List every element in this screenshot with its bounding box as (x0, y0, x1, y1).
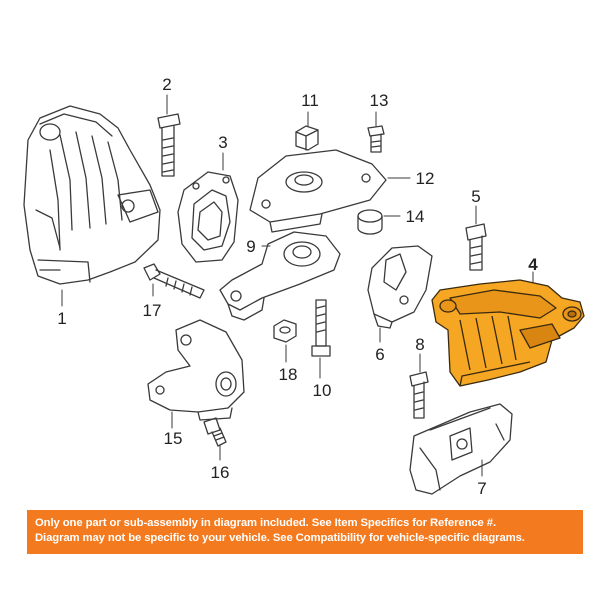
callout-9: 9 (246, 237, 256, 256)
callout-16: 16 (210, 463, 230, 482)
part-3-bracket (177, 171, 239, 263)
callout-11: 11 (301, 91, 319, 110)
part-7-bracket (409, 403, 513, 495)
part-11-nut (295, 125, 319, 151)
part-6-bracket (367, 245, 433, 329)
part-1-engine-mount (23, 105, 161, 285)
part-2-bolt (157, 113, 181, 177)
part-14-bushing (357, 209, 383, 235)
part-4-transmission-mount-highlighted (431, 279, 585, 387)
callout-3: 3 (218, 133, 228, 152)
disclaimer-line-2: Diagram may not be specific to your vehi… (35, 532, 525, 544)
callout-1: 1 (57, 309, 67, 328)
disclaimer-line-1: Only one part or sub-assembly in diagram… (35, 517, 496, 529)
disclaimer-banner: Only one part or sub-assembly in diagram… (27, 510, 583, 554)
part-12-plate-bracket (249, 149, 387, 233)
callout-15: 15 (163, 429, 183, 448)
callout-8: 8 (415, 335, 425, 354)
callout-6: 6 (375, 345, 385, 364)
callout-12: 12 (415, 169, 435, 188)
part-8-bolt (409, 371, 429, 419)
callout-10: 10 (312, 381, 332, 400)
callout-18: 18 (278, 365, 298, 384)
part-16-bolt (203, 417, 227, 447)
callout-13: 13 (369, 91, 389, 110)
callout-14: 14 (405, 207, 425, 226)
callout-4: 4 (528, 255, 538, 274)
part-10-bolt (311, 299, 331, 357)
part-17-bolt (143, 263, 205, 299)
part-15-bracket (147, 319, 245, 421)
callout-2: 2 (162, 75, 172, 94)
callout-7: 7 (477, 479, 487, 498)
part-5-bolt (465, 223, 487, 271)
part-9-torque-rod (219, 231, 341, 321)
callout-5: 5 (471, 187, 481, 206)
callout-17: 17 (142, 301, 162, 320)
part-18-nut (273, 319, 297, 343)
part-13-bolt (367, 125, 385, 153)
leader-lines (61, 94, 534, 477)
